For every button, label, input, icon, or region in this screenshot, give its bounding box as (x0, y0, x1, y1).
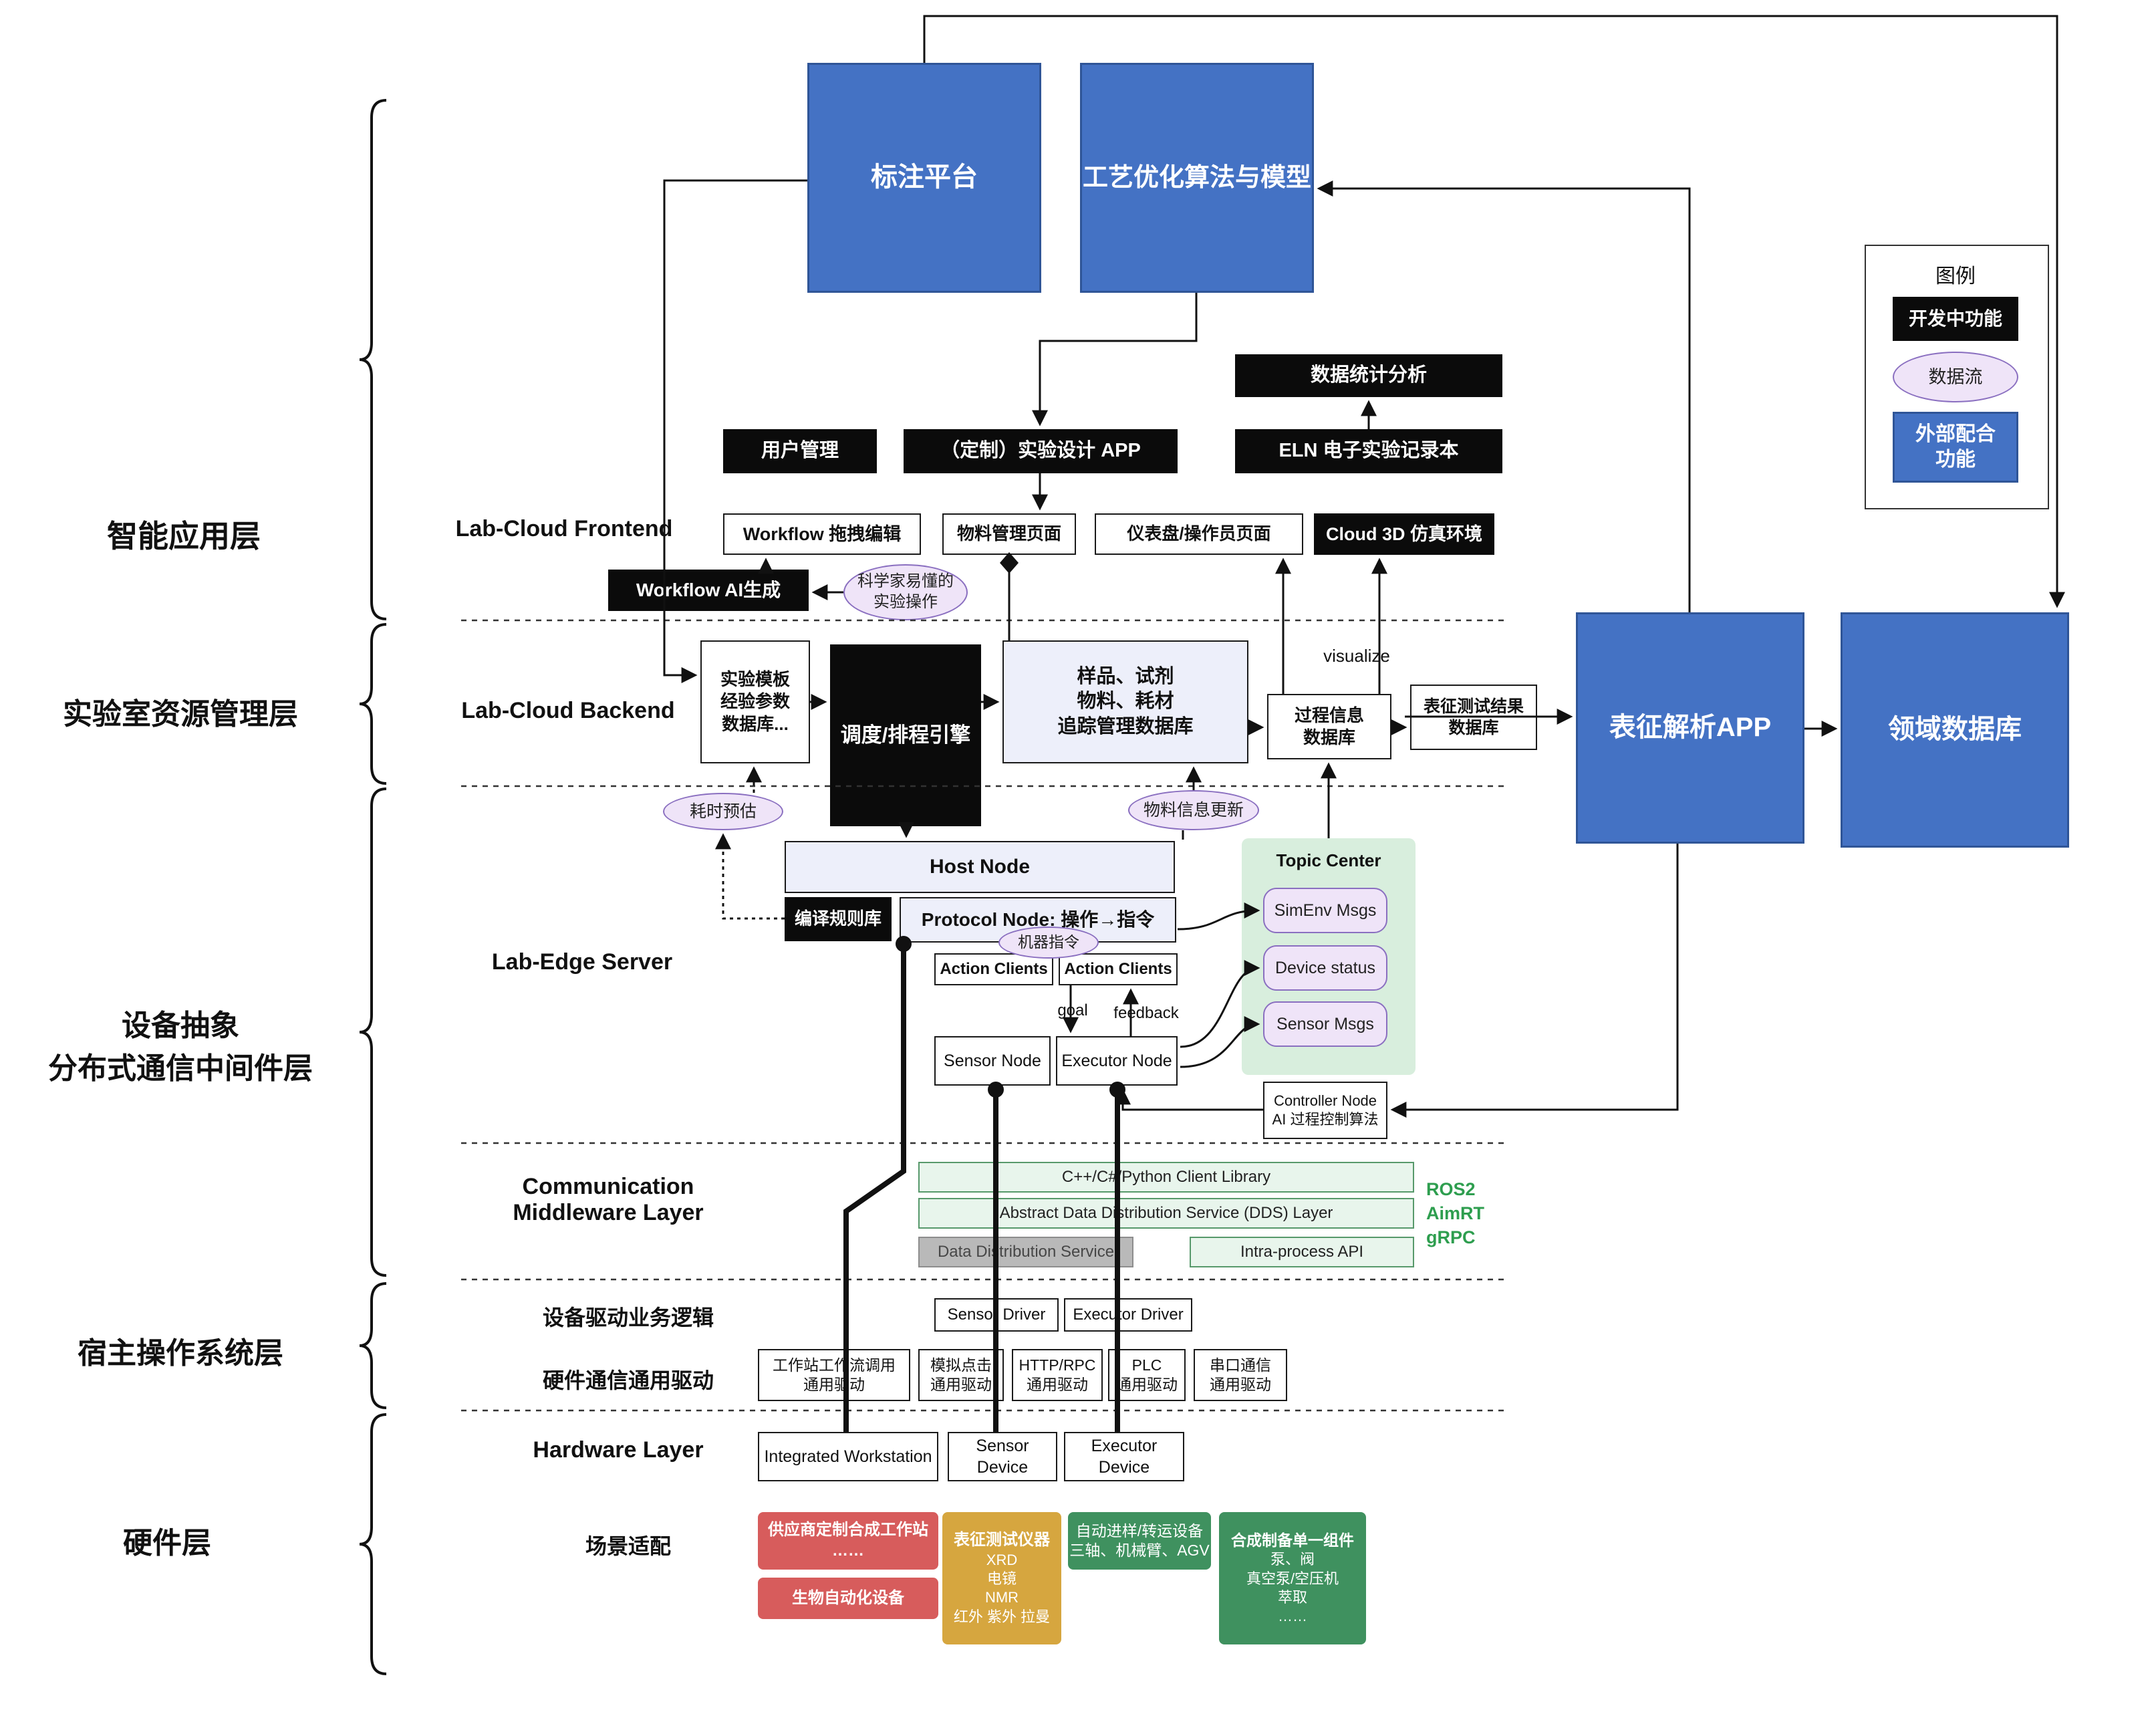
node-sensor-msgs: Sensor Msgs (1263, 1001, 1387, 1047)
node-scheduler: 调度/排程引擎 (830, 644, 981, 826)
node-sample-db: 样品、试剂 物料、耗材 追踪管理数据库 (1002, 640, 1248, 763)
node-plc-driver: PLC 通用驱动 (1108, 1349, 1186, 1401)
node-domain-db: 领域数据库 (1841, 612, 2069, 848)
layer-label-app: 智能应用层 (107, 519, 261, 554)
node-exp-design-app: （定制）实验设计 APP (904, 429, 1178, 473)
node-process-opt: 工艺优化算法与模型 (1080, 63, 1314, 293)
node-device-status: Device status (1263, 945, 1387, 991)
node-material-page: 物料管理页面 (942, 513, 1076, 555)
section-hw-layer: Hardware Layer (533, 1437, 704, 1463)
annotation-feedback: feedback (1113, 1004, 1179, 1022)
section-edge: Lab-Edge Server (491, 949, 673, 975)
node-dds-service: Data Distribution Service (918, 1237, 1133, 1267)
node-integrated-ws: Integrated Workstation (758, 1432, 938, 1481)
node-click-driver: 模拟点击 通用驱动 (918, 1349, 1004, 1401)
node-compile-rules: 编译规则库 (785, 897, 892, 941)
node-sampler: 自动进样/转运设备 三轴、机械臂、AGV (1068, 1512, 1211, 1570)
node-executor-driver: Executor Driver (1064, 1298, 1192, 1332)
layer-label-middleware: 设备抽象 分布式通信中间件层 (48, 1009, 313, 1085)
node-action-clients-1: Action Clients (934, 953, 1053, 985)
node-sensor-device: Sensor Device (948, 1432, 1057, 1481)
node-material-update: 物料信息更新 (1128, 790, 1259, 830)
node-vendor-ws: 供应商定制合成工作站 …… (758, 1512, 938, 1570)
topic-center-title: Topic Center (1276, 850, 1381, 870)
annotation-ros2: ROS2 (1426, 1179, 1476, 1199)
node-machine-cmd: 机器指令 (998, 927, 1099, 959)
node-action-clients-2: Action Clients (1059, 953, 1178, 985)
annotation-visualize: visualize (1323, 646, 1390, 666)
section-comm: Communication Middleware Layer (513, 1174, 704, 1225)
node-cloud3d: Cloud 3D 仿真环境 (1314, 513, 1494, 555)
legend-dataflow: 数据流 (1893, 352, 2018, 402)
node-http-driver: HTTP/RPC 通用驱动 (1012, 1349, 1103, 1401)
annotation-aimrt: AimRT (1426, 1203, 1484, 1223)
node-serial-driver: 串口通信 通用驱动 (1194, 1349, 1287, 1401)
char-instruments-title: 表征测试仪器 (954, 1531, 1050, 1550)
section-driver-logic: 设备驱动业务逻辑 (542, 1306, 714, 1330)
node-data-stats: 数据统计分析 (1235, 354, 1502, 397)
node-dashboard-page: 仪表盘/操作员页面 (1095, 513, 1303, 555)
layer-braces (359, 99, 387, 1675)
node-controller-node: Controller Node AI 过程控制算法 (1263, 1082, 1387, 1139)
annotation-grpc: gRPC (1426, 1227, 1476, 1247)
legend-developing: 开发中功能 (1893, 297, 2018, 341)
node-workflow-edit: Workflow 拖拽编辑 (723, 513, 921, 555)
node-dds-layer: Abstract Data Distribution Service (DDS)… (918, 1198, 1414, 1229)
dotted-arrows (715, 766, 785, 920)
node-user-mgmt: 用户管理 (723, 429, 877, 473)
node-ws-driver: 工作站工作流调用 通用驱动 (758, 1349, 910, 1401)
node-bio-auto: 生物自动化设备 (758, 1578, 938, 1619)
annotation-goal: goal (1057, 1001, 1088, 1019)
node-workflow-ai: Workflow AI生成 (608, 570, 809, 611)
node-host-node: Host Node (785, 841, 1175, 893)
layer-label-hardware: 硬件层 (123, 1527, 211, 1560)
node-executor-node: Executor Node (1056, 1036, 1178, 1086)
node-eln: ELN 电子实验记录本 (1235, 429, 1502, 473)
node-time-estimate: 耗时预估 (663, 793, 783, 830)
layer-label-resource: 实验室资源管理层 (63, 698, 298, 731)
char-instruments-body: XRD 电镜 NMR 红外 紫外 拉曼 (953, 1552, 1051, 1625)
node-char-result-db: 表征测试结果 数据库 (1410, 685, 1537, 750)
node-scientist-ops: 科学家易懂的 实验操作 (843, 564, 968, 620)
node-simenv-msgs: SimEnv Msgs (1263, 888, 1387, 933)
layer-label-host-os: 宿主操作系统层 (78, 1337, 283, 1370)
node-synth-components: 合成制备单一组件 泵、阀 真空泵/空压机 萃取 …… (1219, 1512, 1366, 1644)
node-char-app: 表征解析APP (1576, 612, 1804, 844)
section-scene: 场景适配 (585, 1534, 671, 1558)
node-char-instruments: 表征测试仪器 XRD 电镜 NMR 红外 紫外 拉曼 (942, 1512, 1061, 1644)
node-sensor-driver: Sensor Driver (934, 1298, 1059, 1332)
legend-title: 图例 (1935, 265, 1976, 287)
node-executor-device: Executor Device (1064, 1432, 1184, 1481)
node-exp-template-db: 实验模板 经验参数 数据库... (700, 640, 810, 763)
section-hw-comm: 硬件通信通用驱动 (542, 1368, 714, 1392)
section-backend: Lab-Cloud Backend (461, 698, 675, 723)
section-frontend: Lab-Cloud Frontend (455, 516, 673, 541)
synth-components-body: 泵、阀 真空泵/空压机 萃取 …… (1246, 1551, 1339, 1624)
node-annotation-platform: 标注平台 (807, 63, 1041, 293)
node-sensor-node: Sensor Node (934, 1036, 1051, 1086)
node-process-db: 过程信息 数据库 (1267, 694, 1391, 759)
node-intra-api: Intra-process API (1190, 1237, 1414, 1267)
legend-external: 外部配合 功能 (1893, 412, 2018, 483)
node-client-lib: C++/C#/Python Client Library (918, 1162, 1414, 1193)
synth-components-title: 合成制备单一组件 (1231, 1531, 1354, 1549)
